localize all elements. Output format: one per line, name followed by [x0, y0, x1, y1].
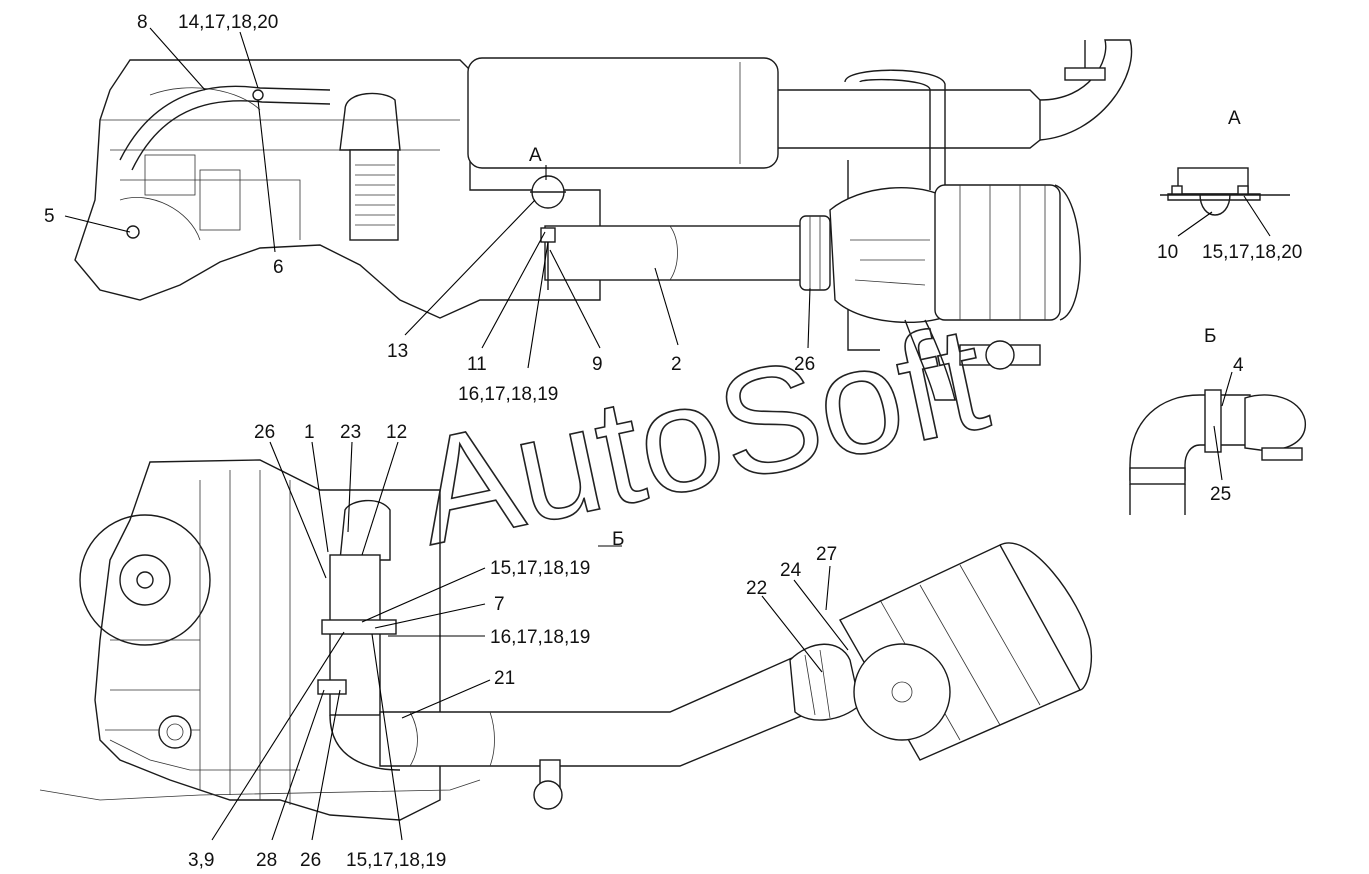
callout-21: 21	[494, 668, 515, 689]
callout-6: 6	[273, 257, 284, 278]
callout-24: 24	[780, 560, 802, 581]
callout-16-17-18-19-b: 16,17,18,19	[490, 627, 590, 648]
callout-10: 10	[1157, 242, 1178, 263]
top-engine-block	[74, 59, 601, 319]
bottom-engine-block	[94, 459, 441, 821]
bottom-intake-pipe	[379, 649, 842, 767]
callout-16-17-18-19: 16,17,18,19	[458, 384, 558, 405]
callout-4: 4	[1233, 355, 1244, 376]
callout-3-9: 3,9	[188, 850, 214, 871]
top-assembly-view	[74, 39, 1133, 401]
callout-15-17-18-20: 15,17,18,20	[1202, 242, 1302, 263]
callout-26-bottom-b: 26	[300, 850, 321, 871]
callout-5: 5	[44, 206, 55, 227]
callout-view-b-marker: Б	[612, 529, 624, 550]
callout-22: 22	[746, 578, 767, 599]
watermark-text: AutoSoft	[402, 292, 1000, 576]
callouts-bottom: 26 1 23 12 Б 15,17,18,19 7 16,17,18,19 2…	[188, 422, 837, 871]
callout-2: 2	[671, 354, 682, 375]
callout-26-bottom-a: 26	[254, 422, 275, 443]
callouts-view-a: А 10 15,17,18,20	[1157, 108, 1302, 263]
callouts-top: 8 14,17,18,20 5 6 13 11 16,17,18,19 9 2 …	[44, 12, 815, 405]
view-a-title: А	[1228, 108, 1241, 129]
top-muffler	[467, 57, 779, 169]
callout-1: 1	[304, 422, 315, 443]
callout-25: 25	[1210, 484, 1231, 505]
view-a-detail	[1160, 167, 1290, 216]
callout-15-17-18-19-a: 15,17,18,19	[490, 558, 590, 579]
callouts-view-b: Б 4 25	[1204, 326, 1244, 505]
callout-28: 28	[256, 850, 277, 871]
leader-lines	[64, 27, 1271, 841]
callout-27: 27	[816, 544, 837, 565]
callout-13: 13	[387, 341, 408, 362]
callout-11: 11	[467, 354, 487, 375]
callout-14-17-18-20: 14,17,18,20	[178, 12, 278, 33]
view-b-detail	[1129, 389, 1306, 515]
callout-7: 7	[494, 594, 505, 615]
callout-23: 23	[340, 422, 361, 443]
bottom-assembly-view	[39, 459, 1092, 821]
callout-26-top: 26	[794, 354, 815, 375]
callout-15-17-18-19-b: 15,17,18,19	[346, 850, 446, 871]
callout-9: 9	[592, 354, 603, 375]
callout-view-a-marker: А	[529, 145, 542, 166]
view-b-title: Б	[1204, 326, 1216, 347]
callout-8: 8	[137, 12, 148, 33]
callout-12: 12	[386, 422, 407, 443]
